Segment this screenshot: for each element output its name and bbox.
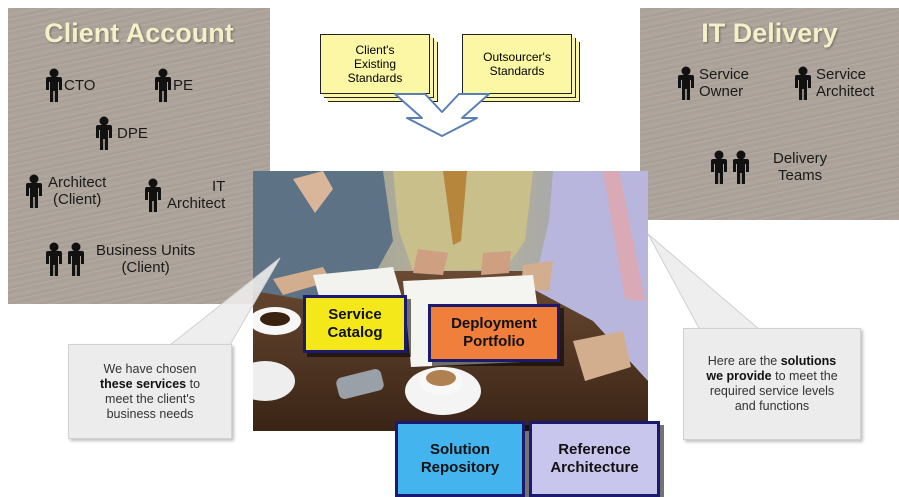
person-icon [795, 66, 811, 100]
person-icon [68, 242, 84, 276]
left-callout: We have chosen these services to meet th… [68, 344, 232, 439]
role-service-architect: Service Architect [793, 66, 874, 100]
solution-repository-card: Solution Repository [395, 421, 525, 497]
left-callout-pointer [168, 257, 281, 346]
client-standards-note: Client's Existing Standards [320, 34, 430, 94]
role-pe: PE [153, 68, 193, 102]
it-delivery-panel: IT Delivery [640, 8, 899, 220]
person-icon [96, 116, 112, 150]
role-dpe: DPE [94, 116, 148, 150]
role-cto: CTO [44, 68, 95, 102]
role-service-owner: Service Owner [676, 66, 749, 100]
person-icon [711, 150, 727, 184]
right-callout: Here are the solutions we provide to mee… [683, 328, 861, 440]
role-business-units: Business Units (Client) [44, 242, 195, 276]
person-icon [26, 174, 42, 208]
it-delivery-title: IT Delivery [701, 18, 838, 48]
reference-architecture-card: Reference Architecture [529, 421, 660, 497]
person-icon [678, 66, 694, 100]
person-icon [46, 242, 62, 276]
client-account-title: Client Account [44, 18, 234, 48]
person-icon [155, 68, 171, 102]
role-architect-client: Architect (Client) [24, 174, 106, 208]
arrow-merge-icon [394, 93, 490, 137]
person-icon [145, 178, 161, 212]
role-it-architect: IT Architect [143, 178, 225, 212]
outsourcer-standards-note: Outsourcer's Standards [462, 34, 572, 94]
right-callout-pointer [647, 233, 762, 331]
deployment-portfolio-card: Deployment Portfolio [428, 304, 560, 362]
person-icon [733, 150, 749, 184]
service-catalog-card: Service Catalog [303, 295, 407, 353]
person-icon [46, 68, 62, 102]
role-delivery-teams: Delivery Teams [709, 150, 827, 184]
